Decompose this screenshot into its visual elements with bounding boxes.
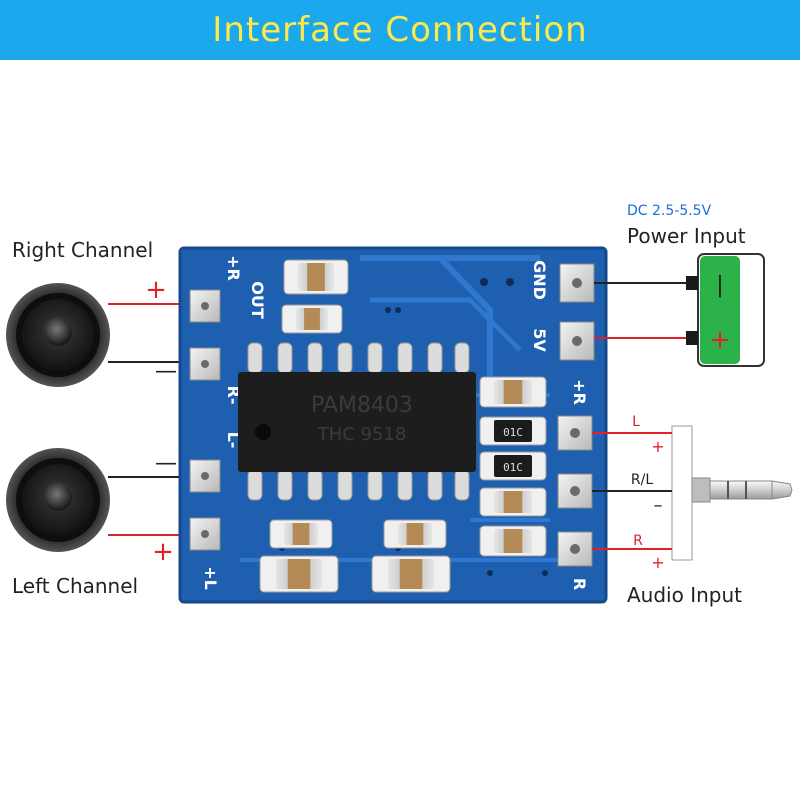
- resistor-right-2-code: 01C: [503, 461, 523, 474]
- audio-jack-icon: [671, 425, 793, 561]
- chip-code: THC 9518: [317, 424, 407, 445]
- capacitor-right-1: [479, 376, 547, 408]
- left-speaker-icon: [6, 448, 110, 552]
- pad-gnd: [559, 321, 595, 361]
- pad-audio-l: [557, 415, 593, 451]
- pad-5v: [559, 263, 595, 303]
- silk-in-r: R: [570, 578, 589, 590]
- pad-right-minus: [189, 347, 221, 381]
- pad-left-minus: [189, 459, 221, 493]
- left-channel-label: Left Channel: [12, 574, 139, 598]
- capacitor-right-2: [479, 487, 547, 517]
- battery-plus: +: [709, 325, 731, 355]
- right-minus-marker: —: [155, 359, 177, 384]
- silk-in-r-plus: +R: [570, 379, 589, 405]
- jack-rl-label: R/L: [631, 472, 653, 488]
- pad-audio-r: [557, 531, 593, 567]
- jack-r-plus: +: [651, 553, 664, 572]
- silk-gnd: GND: [530, 260, 549, 300]
- jack-l-plus: +: [651, 437, 664, 456]
- page-title: Interface Connection: [212, 10, 588, 50]
- silk-out-l-plus: +L: [201, 566, 220, 590]
- dc-voltage-label: DC 2.5-5.5V: [627, 203, 712, 219]
- battery-minus: |: [716, 273, 723, 298]
- audio-input-label: Audio Input: [627, 583, 742, 607]
- capacitor-bottom-2: [371, 555, 451, 593]
- power-input-label: Power Input: [627, 224, 746, 248]
- pad-audio-gnd: [557, 473, 593, 509]
- left-minus-marker: —: [155, 451, 177, 476]
- pad-left-plus: [189, 517, 221, 551]
- amplifier-chip: [238, 372, 476, 472]
- silk-out: OUT: [248, 281, 267, 319]
- capacitor-top-1: [283, 259, 349, 295]
- resistor-top-1: [281, 304, 343, 334]
- capacitor-bottom-1: [259, 555, 339, 593]
- silk-5v: 5V: [530, 328, 549, 352]
- right-speaker-icon: [6, 283, 110, 387]
- pad-right-plus: [189, 289, 221, 323]
- resistor-right-1-code: 01C: [503, 426, 523, 439]
- right-plus-marker: +: [145, 275, 167, 305]
- silk-out-r-plus: +R: [224, 255, 243, 281]
- battery-icon: [686, 253, 765, 367]
- chip-model: PAM8403: [311, 393, 413, 418]
- jack-l-label: L: [632, 414, 640, 430]
- left-plus-marker: +: [152, 537, 174, 567]
- title-banner: Interface Connection: [0, 0, 800, 60]
- jack-r-label: R: [633, 533, 643, 549]
- right-channel-label: Right Channel: [12, 238, 154, 262]
- resistor-bottom-1: [269, 519, 333, 549]
- capacitor-right-3: [479, 525, 547, 557]
- resistor-right-1: [479, 416, 547, 446]
- chip-pins-top: [247, 342, 470, 374]
- resistor-right-2: [479, 451, 547, 481]
- jack-rl-minus: –: [654, 495, 663, 516]
- resistor-bottom-2: [383, 519, 447, 549]
